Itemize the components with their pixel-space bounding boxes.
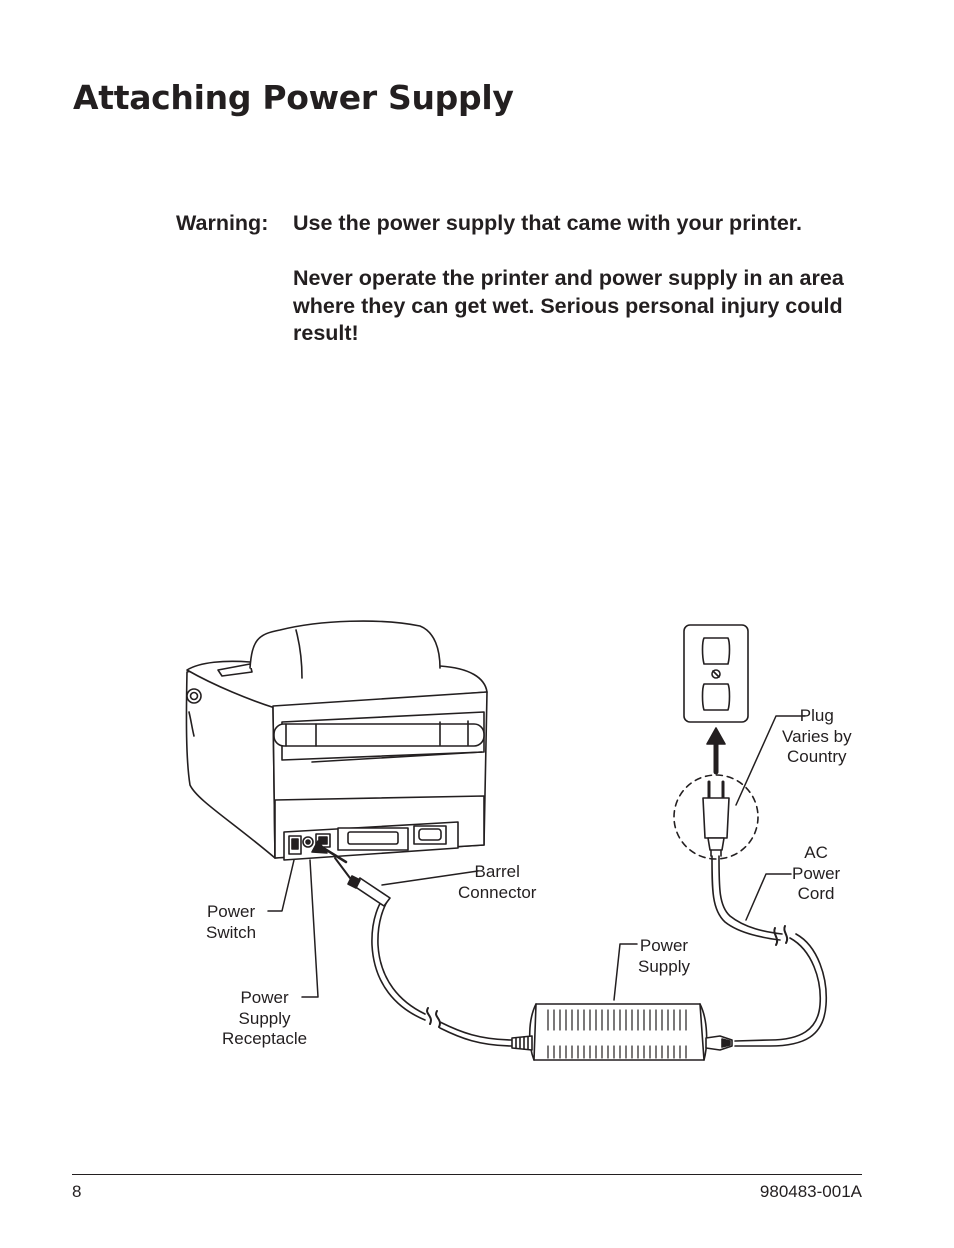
callout-ac-power-cord: AC Power Cord [792,843,841,903]
callout-plug: Plug Varies by Country [782,706,852,766]
power-supply-illustration [511,1003,733,1061]
cables [311,840,828,1047]
document-number: 980483-001A [759,1182,862,1201]
warning-body: Use the power supply that came with your… [293,210,873,348]
callout-leaders [267,715,806,1001]
wall-outlet-illustration [683,624,749,775]
warning-text-wet-area: Never operate the printer and power supp… [293,266,844,345]
plug-detail-circle [673,774,759,860]
callout-barrel-connector: Barrel Connector [458,862,537,902]
page-number: 8 [72,1182,82,1201]
warning-text-power-supply: Use the power supply that came with your… [293,211,802,235]
power-supply-figure: Barrel Connector Power Switch Power Supp… [0,600,954,1100]
ac-plug-illustration [702,780,730,857]
callout-power-supply-receptacle: Power Supply Receptacle [222,988,308,1048]
callout-power-switch: Power Switch [206,902,257,942]
page-title: Attaching Power Supply [73,78,514,117]
footer-rule [72,1174,862,1175]
callout-power-supply: Power Supply [638,936,690,976]
warning-label: Warning: [176,211,269,235]
printer-illustration [185,620,488,861]
